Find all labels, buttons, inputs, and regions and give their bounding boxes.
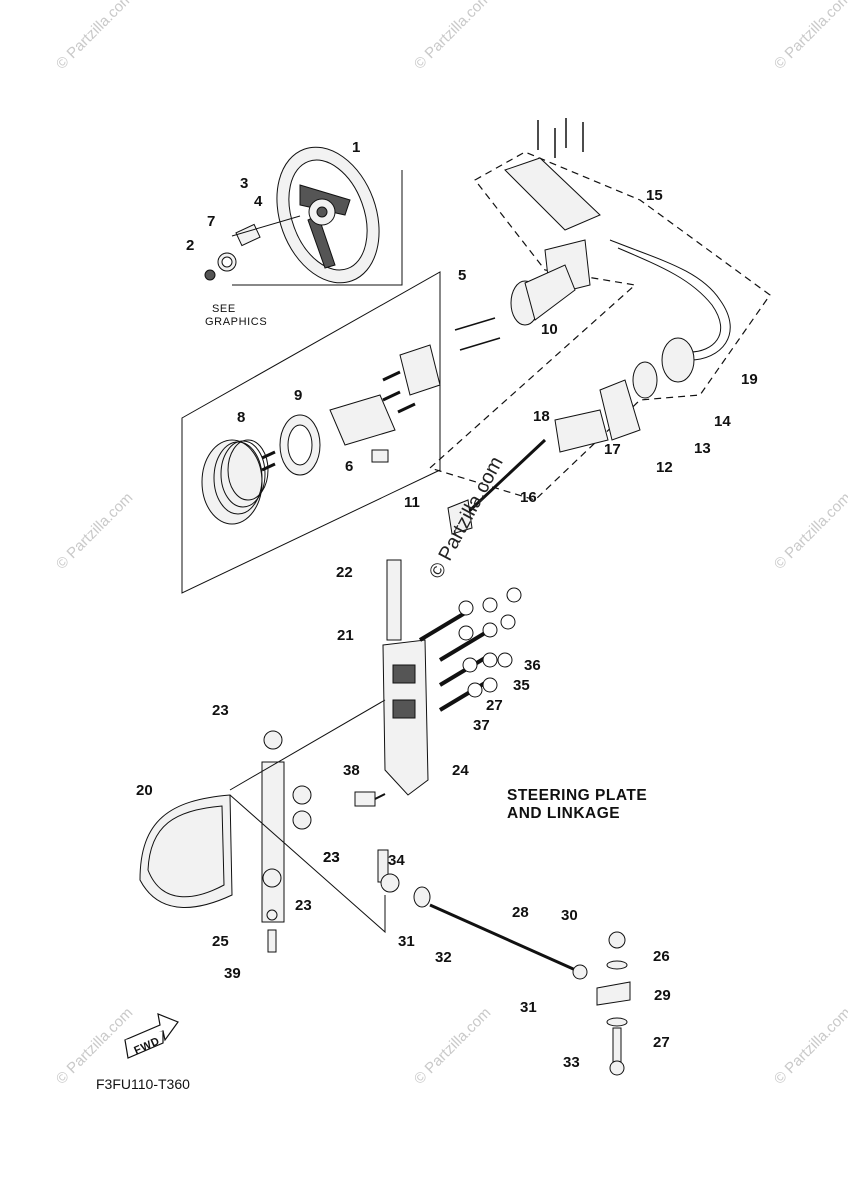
callout-label: 7 [207,213,215,230]
fwd-arrow-icon: FWD [124,1013,179,1059]
callout-label: 27 [653,1034,670,1051]
callout-label: 23 [295,897,312,914]
callout-label: 3 [240,175,248,192]
callout-label: 5 [458,267,466,284]
callout-label: 31 [520,999,537,1016]
callout-label: 15 [646,187,663,204]
callout-label: 39 [224,965,241,982]
callout-label: 19 [741,371,758,388]
callout-label: 29 [654,987,671,1004]
linkage-group [139,559,631,1076]
callout-label: 23 [323,849,340,866]
callout-label: 33 [563,1054,580,1071]
callout-label: 27 [486,697,503,714]
callout-label: 11 [404,494,420,511]
callout-label: 21 [337,627,354,644]
callout-label: 20 [136,782,153,799]
callout-label: 12 [656,459,673,476]
callout-label: 28 [512,904,529,921]
center-watermark: © Partzilla.com [425,453,508,582]
callout-label: 34 [388,852,405,869]
callout-label: 36 [524,657,541,674]
watermark-text: © Partzilla.com [53,0,136,73]
diagram-subtitle: AND LINKAGE [507,805,620,822]
watermark-text: © Partzilla.com [771,1004,848,1087]
figure-code: F3FU110-T360 [96,1076,190,1092]
callout-label: 6 [345,458,353,475]
callout-label: 8 [237,409,245,426]
callout-label: 35 [513,677,530,694]
callout-label: 13 [694,440,711,457]
helm-box-group [181,271,441,594]
callout-label: 37 [473,717,490,734]
callout-label: 1 [352,139,360,156]
watermark-text: © Partzilla.com [771,0,848,73]
callout-label: 2 [186,237,194,254]
watermark-text: © Partzilla.com [53,489,136,572]
callout-labels: 1 2 3 4 5 6 7 8 9 10 11 12 13 14 15 16 1… [136,139,758,1071]
see-graphics-note: GRAPHICS [205,316,267,328]
callout-label: 25 [212,933,229,950]
callout-label: 23 [323,849,340,866]
watermark-text: © Partzilla.com [771,489,848,572]
cable-group [428,118,771,535]
callout-label: 24 [452,762,469,779]
watermark-text: © Partzilla.com [411,0,494,73]
watermark-text: © Partzilla.com [411,1004,494,1087]
callout-label: 17 [604,441,621,458]
callout-label: 4 [254,193,263,210]
callout-label: 30 [561,907,578,924]
see-graphics-note: SEE [212,303,236,315]
callout-label: 16 [520,489,537,506]
callout-label: 38 [343,762,360,779]
callout-label: 23 [212,702,229,719]
callout-label: 22 [336,564,353,581]
diagram-title: STEERING PLATE [507,787,647,804]
steering-wheel-group [204,146,403,286]
callout-label: 18 [533,408,550,425]
callout-label: 31 [398,933,415,950]
callout-label: 14 [714,413,731,430]
callout-label: 9 [294,387,302,404]
callout-label: 26 [653,948,670,965]
callout-label: 32 [435,949,452,966]
callout-label: 10 [541,321,558,338]
